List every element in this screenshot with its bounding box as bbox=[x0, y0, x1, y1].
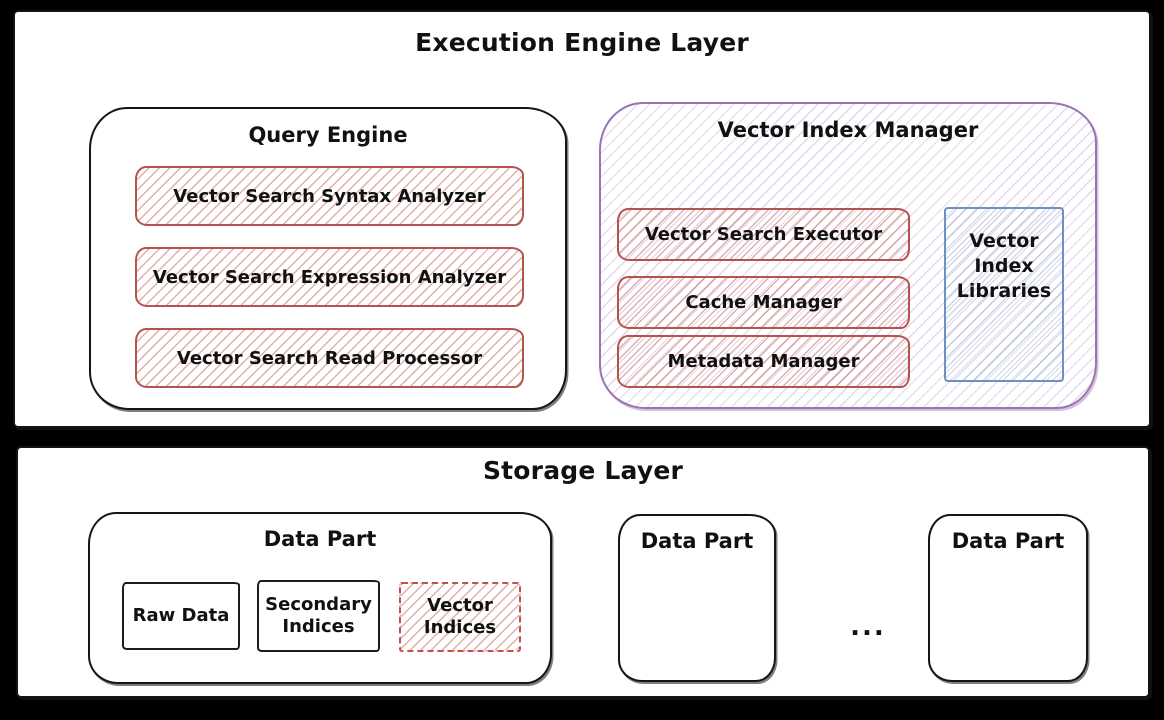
more-data-parts-ellipsis: ... bbox=[850, 612, 886, 642]
cache-manager-box: Cache Manager bbox=[617, 276, 910, 329]
raw-data-box: Raw Data bbox=[122, 582, 240, 650]
query-engine-box: Query Engine Vector Search Syntax Analyz… bbox=[89, 107, 567, 410]
vector-search-executor-label: Vector Search Executor bbox=[644, 224, 883, 245]
vector-index-libraries-label: Vector Index Libraries bbox=[956, 230, 1052, 303]
data-part-3-box: Data Part bbox=[928, 514, 1088, 682]
vector-search-executor-box: Vector Search Executor bbox=[617, 208, 910, 261]
secondary-indices-label: Secondary Indices bbox=[265, 593, 372, 638]
storage-layer-panel: Storage Layer Data Part Raw Data Seconda… bbox=[16, 446, 1150, 698]
vector-index-manager-title: Vector Index Manager bbox=[717, 118, 979, 142]
vector-indices-label: Vector Indices bbox=[423, 594, 497, 639]
storage-layer-title: Storage Layer bbox=[482, 456, 684, 485]
data-part-2-title: Data Part bbox=[640, 529, 754, 553]
vector-search-read-processor-box: Vector Search Read Processor bbox=[135, 328, 524, 388]
metadata-manager-box: Metadata Manager bbox=[617, 335, 910, 388]
data-part-3-title: Data Part bbox=[951, 529, 1065, 553]
execution-engine-layer-panel: Execution Engine Layer Query Engine Vect… bbox=[13, 10, 1151, 428]
secondary-indices-box: Secondary Indices bbox=[257, 580, 380, 652]
vector-search-read-processor-label: Vector Search Read Processor bbox=[176, 347, 483, 369]
data-part-main-title: Data Part bbox=[263, 527, 377, 551]
vector-search-syntax-analyzer-label: Vector Search Syntax Analyzer bbox=[173, 185, 486, 207]
cache-manager-label: Cache Manager bbox=[685, 292, 842, 313]
vector-indices-box: Vector Indices bbox=[399, 582, 521, 652]
execution-engine-layer-title: Execution Engine Layer bbox=[415, 28, 749, 57]
metadata-manager-label: Metadata Manager bbox=[667, 351, 860, 372]
raw-data-label: Raw Data bbox=[132, 604, 230, 626]
vector-search-syntax-analyzer-box: Vector Search Syntax Analyzer bbox=[135, 166, 524, 226]
vector-index-manager-box: Vector Index Manager Vector Search Execu… bbox=[599, 102, 1097, 409]
vector-index-libraries-box: Vector Index Libraries bbox=[944, 207, 1064, 382]
query-engine-title: Query Engine bbox=[248, 123, 408, 147]
data-part-2-box: Data Part bbox=[618, 514, 776, 682]
data-part-main-box: Data Part Raw Data Secondary Indices Vec… bbox=[88, 512, 552, 684]
vector-search-expression-analyzer-box: Vector Search Expression Analyzer bbox=[135, 247, 524, 307]
vector-search-expression-analyzer-label: Vector Search Expression Analyzer bbox=[152, 266, 507, 288]
